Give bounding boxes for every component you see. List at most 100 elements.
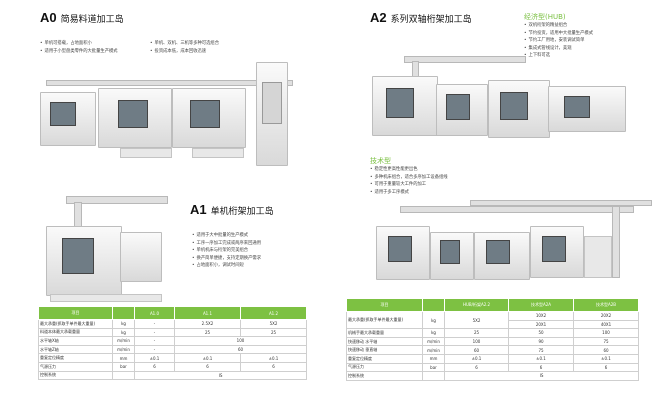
table-row: 水平轴Z轴 m/min - 60 <box>38 344 307 355</box>
table-cell: - <box>134 327 175 338</box>
table-cell: - <box>134 336 175 346</box>
column-header: 技术型A2B <box>573 298 639 312</box>
table-cell: ±0.1 <box>240 353 307 363</box>
table-cell: 5X2 <box>240 319 307 329</box>
a2-heading: A2 系列双轴桁架加工岛 <box>370 10 472 25</box>
a0-bullets-left: 单机可搭载，占地面积小 适用于小型盘类零件的大批量生产模式 <box>40 40 150 55</box>
table-cell: 10X2 <box>508 311 574 321</box>
table-cell: 2.5X2 <box>174 319 241 329</box>
spec-table-left: 项目 A1.0 A1.1 A1.2 最大承重(抓取手单件最大重量) kg - 2… <box>38 306 307 381</box>
table-cell: 75 <box>573 336 639 347</box>
table-cell: 6 <box>240 361 307 372</box>
a0-heading: A0 简易料道加工岛 <box>40 10 124 25</box>
a2-title: 系列双轴桁架加工岛 <box>390 15 472 25</box>
table-cell: 5X2 <box>444 310 509 330</box>
table-cell: kg <box>112 319 135 329</box>
table-cell: 50 <box>508 328 574 338</box>
a2-code: A2 <box>370 10 387 25</box>
a1-bullet: 占地面积小，调试时间短 <box>192 262 312 270</box>
table-header-row: 项目 HUB/桁架A2.2 技术型A2A 技术型A2B <box>346 298 639 312</box>
table-header-row: 项目 A1.0 A1.1 A1.2 <box>38 306 307 320</box>
table-cell: 水平轴Z轴 <box>38 344 113 355</box>
table-cell: 60 <box>573 345 639 355</box>
table-cell: 快速移动 水平轴 <box>346 336 423 347</box>
table-cell: 75 <box>508 345 574 355</box>
table-cell: ±0.1 <box>444 353 509 364</box>
table-cell: 水平轴X轴 <box>38 336 113 346</box>
a0-bullets-right: 单机、双机、三机等多种可选组合 投资成本低，成本回收迅速 <box>150 40 270 55</box>
column-header: HUB/桁架A2.2 <box>444 298 509 312</box>
a2-tech-bullet: 适用于多工序模式 <box>370 189 530 197</box>
a2-econ-bullets: 双机桁架的精益组合 节约投资，适用中大批量生产模式 节约工厂用地，安装调试简单 … <box>524 22 654 60</box>
a1-bullet: 适用于大中批量的生产模式 <box>192 232 312 240</box>
table-row: 料道本体最大承载重量 kg - 25 25 <box>38 327 307 338</box>
a1-bullet: 工序一序加工完成或两序来回通用 <box>192 240 312 248</box>
a1-title: 单机桁架加工岛 <box>210 207 274 217</box>
a2-econ-bullet: 集成式管线设计，美观 <box>524 45 654 53</box>
table-cell: 60 <box>444 345 509 355</box>
table-cell: 20X2 <box>573 311 639 321</box>
column-header: 项目 <box>346 298 423 312</box>
table-cell: 气源压力 <box>38 361 113 372</box>
a2-econ-bullet: 节约工厂用地，安装调试简单 <box>524 37 654 45</box>
a0-bullet: 适用于小型盘类零件的大批量生产模式 <box>40 48 150 56</box>
table-cell: 最大承重(抓取手单件最大重量) <box>346 310 423 330</box>
table-cell: - <box>134 344 175 355</box>
table-cell: ±0.1 <box>508 353 574 364</box>
table-cell: m/min <box>112 336 135 346</box>
a2-tech-bullet: 多种机床组合，适合多序加工设备组线 <box>370 174 530 182</box>
table-cell: 100 <box>174 336 307 346</box>
table-cell: kg <box>112 327 135 338</box>
a2-tech-heading: 技术型 <box>370 157 391 165</box>
a2-tech-bullet: 稳定性更高性能更出色 <box>370 166 530 174</box>
table-cell: kg <box>422 310 445 330</box>
column-header: A1.1 <box>174 306 241 320</box>
table-cell: 最大承重(抓取手单件最大重量) <box>38 319 113 329</box>
table-cell: bar <box>112 361 135 372</box>
a0-bullet: 投资成本低，成本回收迅速 <box>150 48 270 56</box>
a1-bullets: 适用于大中批量的生产模式 工序一序加工完成或两序来回通用 单机机床与桁架的完美组… <box>192 232 312 270</box>
table-cell: 90 <box>508 336 574 347</box>
table-cell: 100 <box>444 336 509 347</box>
table-cell: 60 <box>174 344 307 355</box>
a2-tech-bullets: 稳定性更高性能更出色 多种机床组合，适合多序加工设备组线 可用于重量较大工件的加… <box>370 166 530 196</box>
table-cell: IS <box>134 370 307 381</box>
column-header <box>112 306 135 320</box>
table-row: 快速移动 水平轴 m/min 100 90 75 <box>346 336 639 347</box>
a2-econ-bullet: 上下料可选 <box>524 52 654 60</box>
table-cell <box>422 371 445 381</box>
a2-econ-bullet: 双机桁架的精益组合 <box>524 22 654 30</box>
table-cell: 料道本体最大承载重量 <box>38 327 113 338</box>
a2-econ-heading: 经济型(HUB) <box>524 13 566 21</box>
table-cell: 快速移动 垂直轴 <box>346 345 423 355</box>
table-row: 最大承重(抓取手单件最大重量) kg - 2.5X2 5X2 <box>38 319 307 329</box>
table-row: 控制系统 IS <box>38 370 307 381</box>
table-row: 重复定位精度 mm ±0.1 ±0.1 ±0.1 <box>346 353 639 364</box>
column-header: 技术型A2A <box>508 298 574 312</box>
table-cell: mm <box>422 353 445 364</box>
table-cell: 25 <box>444 328 509 338</box>
a2-tech-bullet: 可用于重量较大工件的加工 <box>370 181 530 189</box>
table-cell: 6 <box>573 362 639 373</box>
table-cell: 控制系统 <box>38 370 113 381</box>
table-row: 机械手最大承载重量 kg 25 50 100 <box>346 328 639 338</box>
table-row: 控制系统 IS <box>346 371 639 381</box>
table-cell: m/min <box>112 344 135 355</box>
table-cell: mm <box>112 353 135 363</box>
table-cell: 机械手最大承载重量 <box>346 328 423 338</box>
table-cell: bar <box>422 362 445 373</box>
table-row: 快速移动 垂直轴 m/min 60 75 60 <box>346 345 639 355</box>
table-row: 水平轴X轴 m/min - 100 <box>38 336 307 346</box>
table-cell: 6 <box>444 362 509 373</box>
table-cell: 25 <box>174 327 241 338</box>
a1-heading: A1 单机桁架加工岛 <box>190 202 274 217</box>
a0-bullet: 单机、双机、三机等多种可选组合 <box>150 40 270 48</box>
a0-title: 简易料道加工岛 <box>60 15 124 25</box>
table-cell: 重复定位精度 <box>346 353 423 364</box>
table-cell: 100 <box>573 328 639 338</box>
table-cell: 重复定位精度 <box>38 353 113 363</box>
table-row: 气源压力 bar 6 6 6 <box>346 362 639 373</box>
table-cell: ±0.1 <box>573 353 639 364</box>
table-cell: 控制系统 <box>346 371 423 381</box>
table-cell: 6 <box>174 361 241 372</box>
